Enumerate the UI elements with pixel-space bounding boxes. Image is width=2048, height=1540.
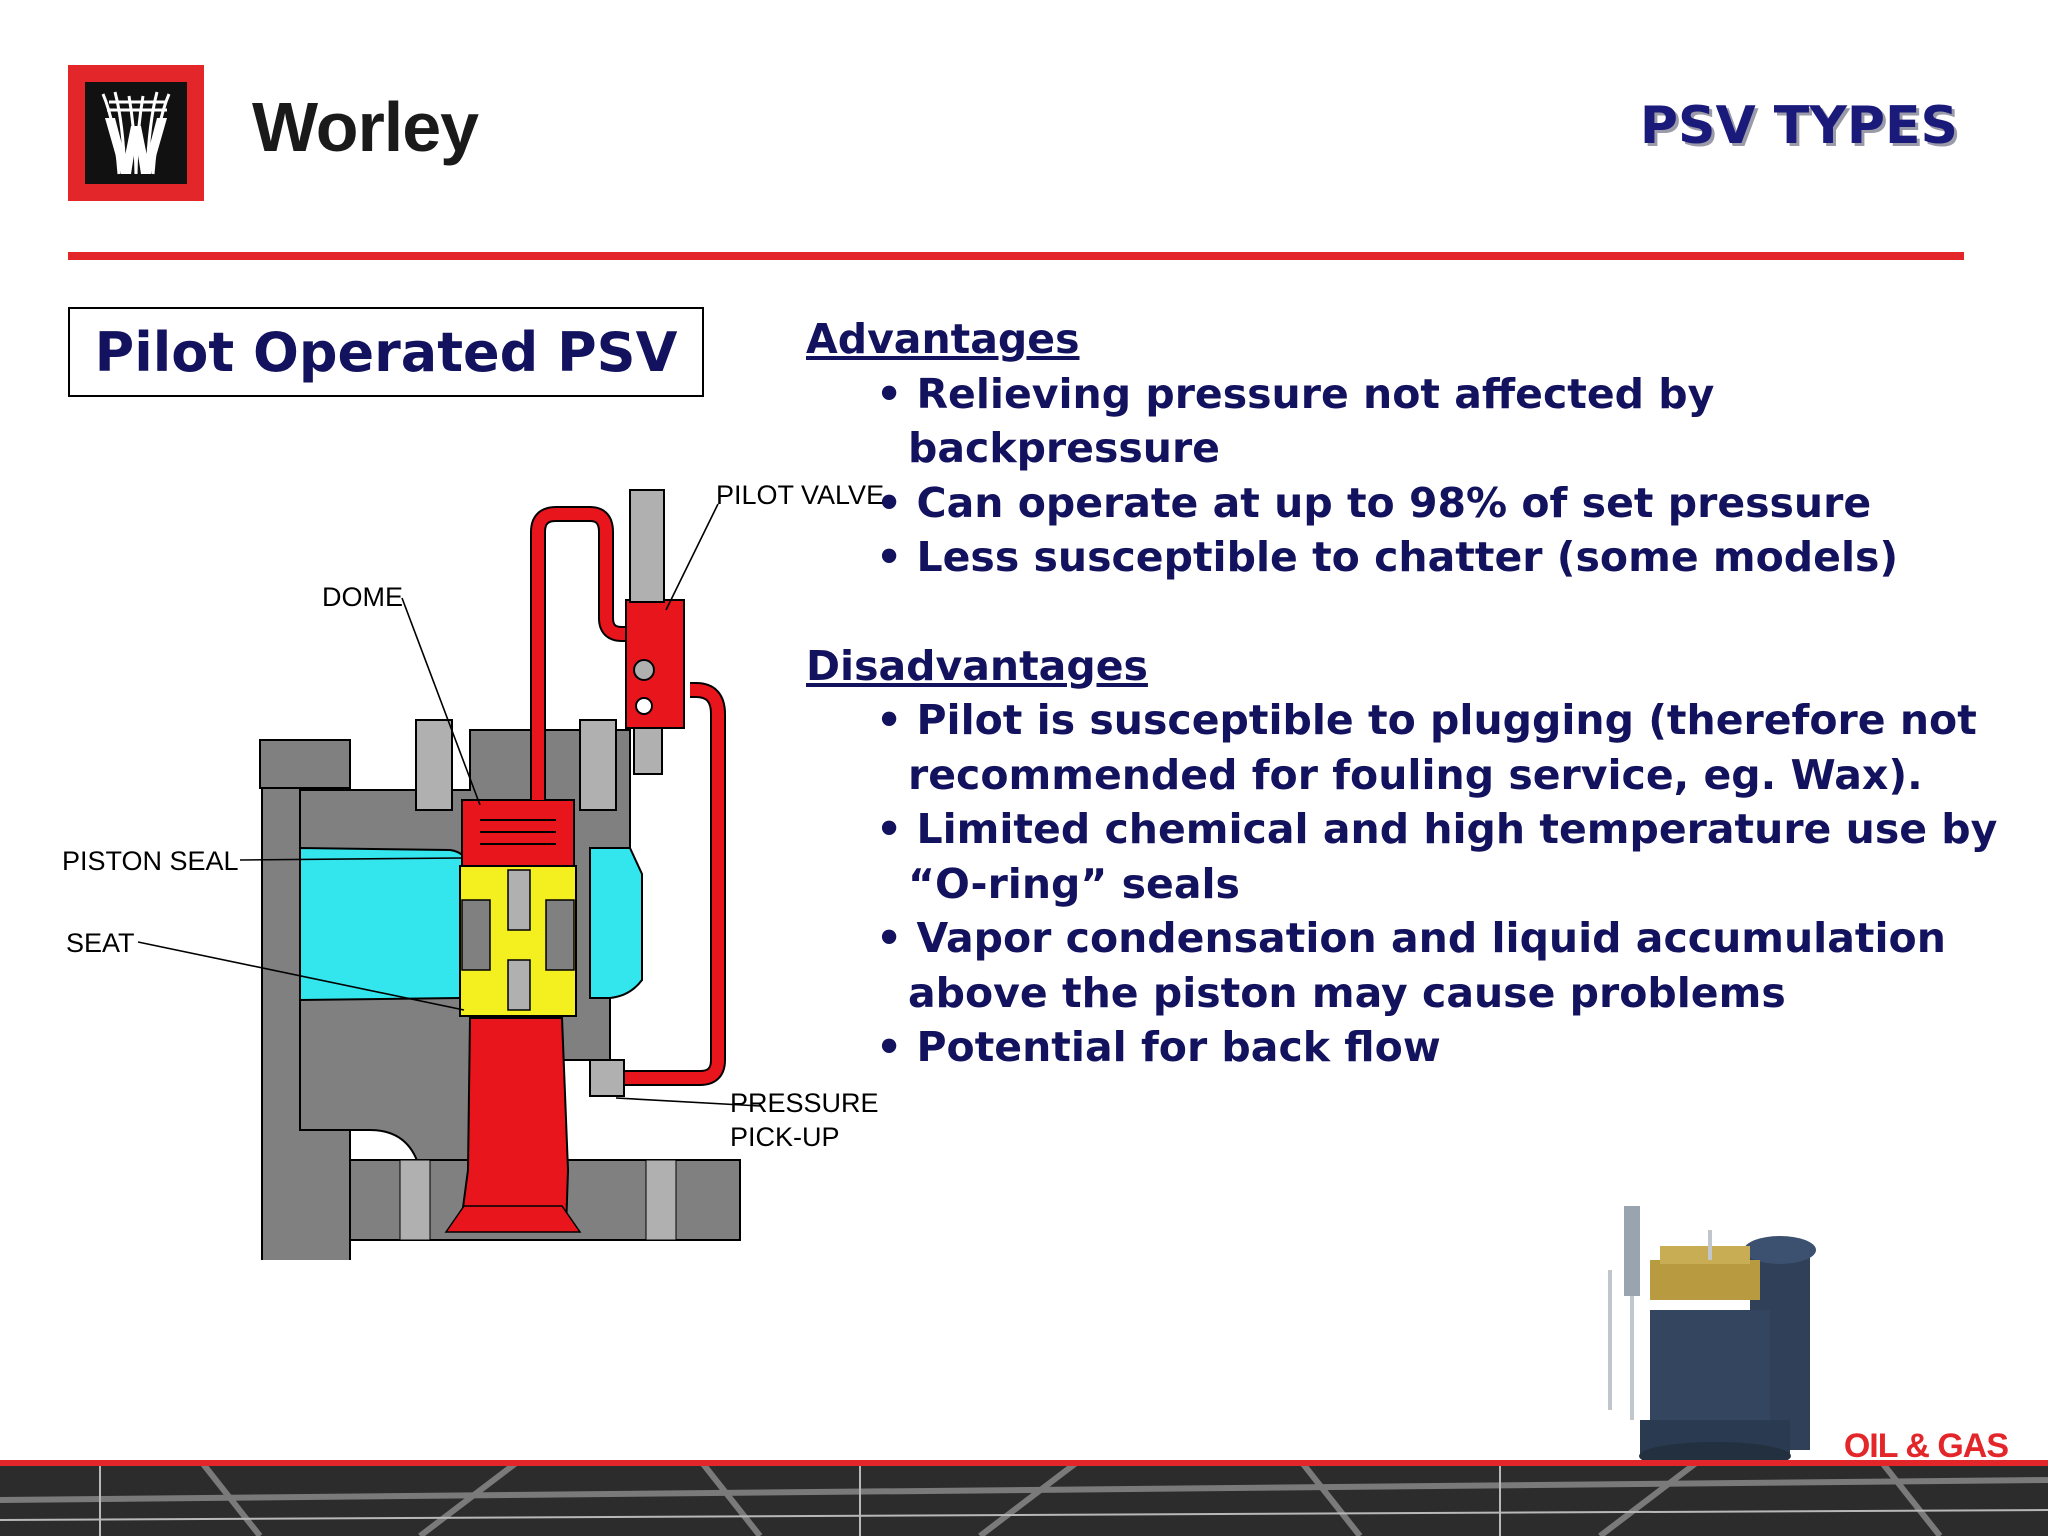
brand-name: Worley xyxy=(252,88,479,166)
pilot-psv-cutaway-diagram: PILOT VALVE DOME PISTON SEAL SEAT PRESSU… xyxy=(50,470,890,1361)
advantage-item: • Relieving pressure not affected by bac… xyxy=(876,369,1715,473)
logo-emblem-icon xyxy=(85,82,187,184)
callout-piston-seal: PISTON SEAL xyxy=(62,846,239,876)
advantage-item: • Less susceptible to chatter (some mode… xyxy=(876,533,1899,581)
advantage-item: • Can operate at up to 98% of set pressu… xyxy=(876,478,1872,527)
slide-title: PSV TYPES xyxy=(1639,96,1958,156)
footer-red-stripe xyxy=(0,1460,2048,1466)
callout-dome: DOME xyxy=(322,582,403,612)
company-logo xyxy=(68,65,204,201)
callout-pilot-valve: PILOT VALVE xyxy=(716,480,884,510)
section-label: Pilot Operated PSV xyxy=(94,320,678,384)
valve-product-photo xyxy=(1590,1190,1840,1475)
section-spacer xyxy=(806,585,2036,639)
callout-pressure-pickup-2: PICK-UP xyxy=(730,1122,840,1152)
callout-pressure-pickup: PRESSURE xyxy=(730,1088,879,1118)
advantages-disadvantages-panel: Advantages • Relieving pressure not affe… xyxy=(806,312,2036,1075)
division-label: OIL & GAS xyxy=(1843,1427,2009,1465)
advantages-heading: Advantages xyxy=(806,315,1080,363)
disadvantage-item: • Limited chemical and high temperature … xyxy=(876,805,1998,908)
footer-image-band xyxy=(0,1457,2048,1539)
disadvantages-heading: Disadvantages xyxy=(806,641,1148,690)
disadvantage-item: • Potential for back flow xyxy=(876,1023,1441,1071)
callout-seat: SEAT xyxy=(66,928,135,958)
disadvantage-item: • Vapor condensation and liquid accumula… xyxy=(876,914,1946,1017)
header-divider xyxy=(68,252,1964,260)
disadvantage-item: • Pilot is susceptible to plugging (ther… xyxy=(876,696,1977,799)
section-label-box: Pilot Operated PSV xyxy=(68,307,704,397)
